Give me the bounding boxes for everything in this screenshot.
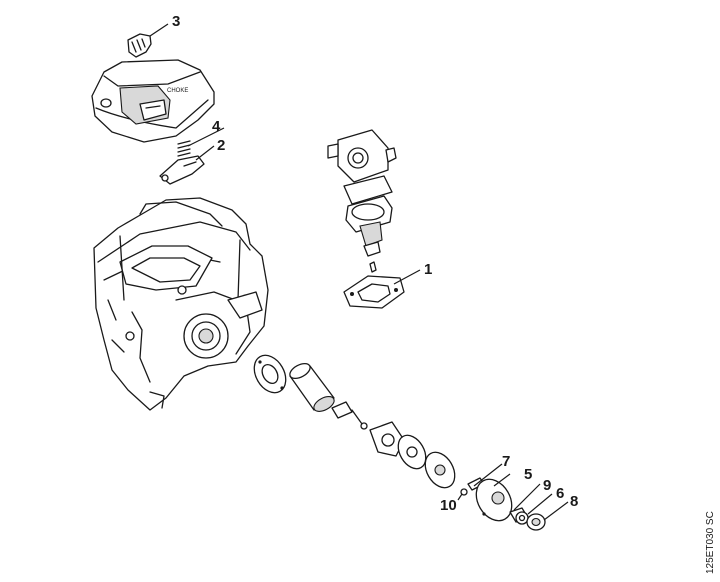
leader-lines: [149, 23, 569, 521]
callout-9: 9: [543, 477, 551, 494]
callout-10: 10: [440, 497, 457, 514]
part-5-plate: [475, 478, 513, 522]
part-1-gasket: [343, 261, 405, 309]
cover-marking: CHOKE: [167, 88, 188, 94]
carburetor: [327, 129, 397, 257]
engine-crankcase: [93, 197, 269, 411]
pump-cover: [424, 451, 456, 489]
part-2-lever: [159, 155, 205, 185]
callout-3: 3: [172, 13, 180, 30]
pump-gasket-2: [397, 434, 427, 470]
callout-6: 6: [556, 485, 564, 502]
reference-code: 125ET030 SC: [705, 511, 716, 574]
part-6-seal: [515, 511, 529, 525]
pump-shaft: [331, 401, 368, 430]
part-10-washer: [460, 488, 468, 496]
oil-pump-body: [289, 362, 335, 412]
carburetor-cover: CHOKE: [91, 59, 215, 143]
part-8-cap: [526, 513, 546, 531]
part-3-clip: [127, 33, 152, 58]
callout-1: 1: [424, 261, 432, 278]
callout-8: 8: [570, 493, 578, 510]
callout-4: 4: [212, 118, 221, 135]
callout-7: 7: [502, 453, 510, 470]
callout-2: 2: [217, 137, 225, 154]
callout-5: 5: [524, 466, 532, 483]
pump-gasket: [253, 354, 287, 394]
part-4-spring: [177, 140, 191, 157]
